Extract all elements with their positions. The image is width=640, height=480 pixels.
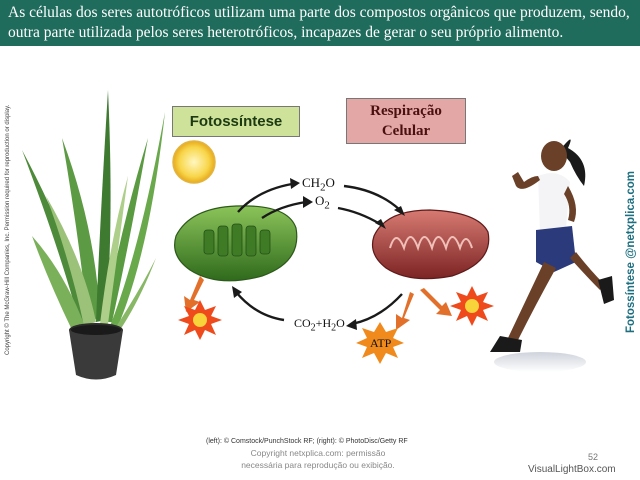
- energy-burst-left: [178, 300, 222, 340]
- co2-h2o-label: CO2+H2O: [294, 316, 345, 333]
- respiration-label-line1: Respiração: [347, 101, 465, 121]
- energy-burst-right: [450, 286, 494, 326]
- respiration-label-line2: Celular: [347, 121, 465, 141]
- respiration-label-box: Respiração Celular: [346, 98, 466, 144]
- image-credit: (left): © Comstock/PunchStock RF; (right…: [206, 438, 408, 445]
- runner-image: [490, 139, 614, 372]
- footer-brand: VisualLightBox.com: [528, 464, 616, 475]
- mitochondrion-image: [373, 210, 489, 279]
- o2-label: O2: [315, 193, 330, 212]
- watermark-text: Copyright netxplica.com: permissão neces…: [218, 447, 418, 471]
- watermark-line1: Copyright netxplica.com: permissão: [218, 447, 418, 459]
- page-number: 52: [588, 452, 598, 462]
- ch2o-label: CH2O: [302, 175, 335, 194]
- atp-label: ATP: [370, 336, 391, 351]
- snake-plant-image: [22, 90, 165, 380]
- chloroplast-image: [175, 206, 297, 281]
- watermark-line2: necessária para reprodução ou exibição.: [218, 459, 418, 471]
- photosynthesis-label-box: Fotossíntese: [172, 106, 300, 137]
- sun-icon: [173, 141, 215, 183]
